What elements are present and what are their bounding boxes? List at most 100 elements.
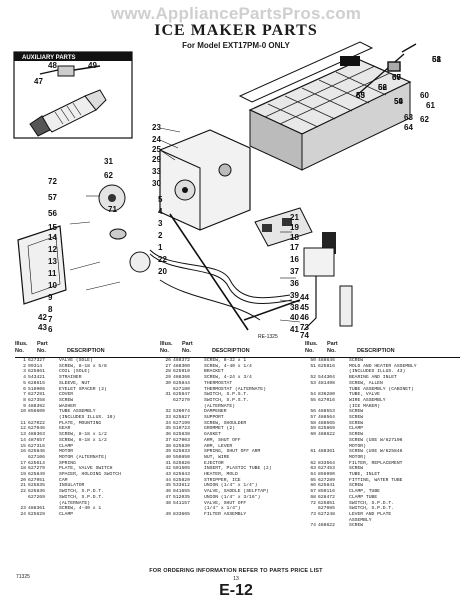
illus-number: 34 bbox=[165, 420, 171, 426]
illus-number: 33 bbox=[165, 415, 171, 421]
illus-number: 63 bbox=[310, 466, 316, 472]
part-number: 627327 bbox=[28, 358, 45, 363]
callout-18: 18 bbox=[290, 233, 299, 242]
illus-number: 20 bbox=[20, 477, 26, 483]
inlet-tube bbox=[355, 43, 417, 97]
table-header: Illus. Part No. No. DESCRIPTION bbox=[160, 341, 315, 358]
part-number: 512035 bbox=[173, 494, 190, 500]
illus-number: 8 bbox=[23, 397, 26, 403]
part-number: 488361 bbox=[28, 506, 45, 512]
callout-13: 13 bbox=[48, 257, 57, 266]
part-number: 625833 bbox=[173, 449, 190, 455]
illus-number: 6 bbox=[23, 386, 26, 392]
illus-number: 45 bbox=[165, 483, 171, 489]
part-number: 625846 bbox=[28, 449, 45, 455]
part-description: THERMOSTAT bbox=[204, 380, 233, 386]
illus-number: 30 bbox=[165, 380, 171, 386]
callout-4: 4 bbox=[158, 207, 163, 216]
ice-maker-mold bbox=[238, 41, 412, 171]
part-number: 628472 bbox=[318, 494, 335, 500]
illus-number: 52 bbox=[310, 375, 316, 381]
part-number: 627106 bbox=[28, 454, 45, 460]
part-description: CAM bbox=[59, 477, 68, 483]
part-number: 625843 bbox=[173, 472, 190, 478]
illus-number: 31 bbox=[165, 392, 171, 398]
part-description: VALVE, SADDLE (SELFTAP) bbox=[204, 489, 269, 495]
part-number: 627051 bbox=[28, 477, 45, 483]
part-number: 625830 bbox=[173, 443, 190, 449]
part-description: PLATE, VALVE SWITCH bbox=[59, 466, 113, 472]
illus-number: 35 bbox=[165, 426, 171, 432]
part-description: (INCLUDES ILLUS. 10) bbox=[59, 415, 116, 421]
part-number: 627289 bbox=[318, 477, 335, 483]
part-number: 501505 bbox=[173, 466, 190, 472]
part-description: INSERT, PLASTIC TUBE (2) bbox=[204, 466, 272, 472]
callout-40: 40 bbox=[290, 313, 299, 322]
callout-6: 6 bbox=[48, 325, 53, 334]
page-title: ICE MAKER PARTS bbox=[154, 22, 318, 39]
illus-number: 18 bbox=[20, 466, 26, 472]
callout-29: 29 bbox=[152, 155, 161, 164]
part-description: EYELET SPACER (2) bbox=[59, 386, 107, 392]
illus-number: 22 bbox=[20, 489, 26, 495]
part-number: 488361 bbox=[318, 449, 335, 455]
header-illus-no: No. bbox=[305, 348, 314, 354]
part-description: NUT, WIRE bbox=[204, 454, 230, 460]
callout-22: 22 bbox=[158, 255, 167, 264]
part-number: 488564 bbox=[318, 415, 335, 421]
part-number: 510723 bbox=[173, 426, 190, 432]
part-number: 544304 bbox=[318, 375, 335, 381]
illus-number: 11 bbox=[20, 420, 26, 426]
part-description: SPACER, HOLDING SWITCH bbox=[59, 472, 121, 478]
callout-71: 71 bbox=[108, 205, 117, 214]
header-part-no: No. bbox=[327, 348, 336, 354]
part-description: HEATER, MOLD bbox=[204, 472, 238, 478]
part-description: TUBE ASSEMBLY bbox=[59, 409, 96, 415]
illus-number: 38 bbox=[165, 443, 171, 449]
part-description: SCREW bbox=[349, 420, 364, 426]
part-number: 488565 bbox=[318, 420, 335, 426]
part-number: 850116 bbox=[318, 489, 335, 495]
part-description: (ICE MAKER) bbox=[349, 403, 380, 409]
callout-44: 44 bbox=[300, 293, 309, 302]
part-description: TUBE ASSEMBLY (CABINET) bbox=[349, 386, 414, 392]
illus-number: 7 bbox=[23, 392, 26, 398]
callout-67: 67 bbox=[392, 73, 401, 82]
part-description: THERMOSTAT (ALTERNATE) bbox=[204, 386, 266, 392]
part-number: 627270 bbox=[173, 397, 190, 403]
part-number: 488363 bbox=[28, 432, 45, 438]
callout-12: 12 bbox=[48, 245, 57, 254]
callout-19: 19 bbox=[290, 223, 299, 232]
part-number: 488392 bbox=[28, 403, 45, 409]
part-description: DAMPENER bbox=[204, 409, 227, 415]
part-number: 627291 bbox=[28, 392, 45, 398]
illus-number: 74 bbox=[310, 523, 316, 529]
callout-11: 11 bbox=[48, 269, 57, 278]
part-description: SCREW bbox=[349, 523, 364, 529]
part-description: TUBE, VALVE bbox=[349, 392, 380, 398]
parts-row: (INCLUDES ILLUS. 43) bbox=[305, 369, 460, 375]
part-number: 627358 bbox=[28, 397, 45, 403]
illus-number: 36 bbox=[165, 432, 171, 438]
part-description: BEARING AND INLET bbox=[349, 375, 397, 381]
part-description: ASSEMBLY bbox=[349, 517, 372, 523]
callout-7: 7 bbox=[48, 315, 53, 324]
